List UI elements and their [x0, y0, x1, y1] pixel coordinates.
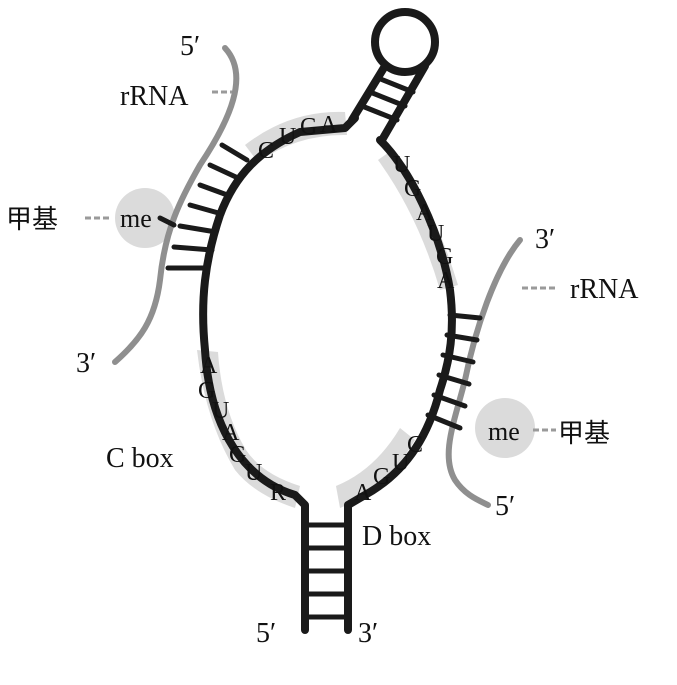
nucleotide: C: [258, 138, 274, 164]
nucleotide: A: [200, 353, 218, 379]
c-box-highlight: [197, 350, 300, 508]
nucleotide: U: [279, 124, 296, 150]
right-methyl-label: 甲基: [558, 419, 610, 448]
snorna-strand: [199, 114, 456, 634]
d-box-sequence: A G U C: [354, 432, 423, 506]
left-duplex: [165, 142, 250, 271]
right-five-prime: 5′: [495, 491, 515, 522]
c-box-label: C box: [106, 443, 174, 474]
top-left-five-prime: 5′: [180, 31, 200, 62]
nucleotide: U: [393, 152, 410, 178]
c-box-sequence: A G U A G U R: [198, 353, 286, 506]
nucleotide: G: [229, 442, 246, 468]
nucleotide: A: [354, 480, 372, 506]
left-three-prime: 3′: [76, 348, 96, 379]
left-methyl-label: 甲基: [6, 205, 58, 234]
nucleotide: G: [373, 464, 390, 490]
nucleotide: A: [320, 112, 338, 138]
nucleotide: G: [404, 176, 421, 202]
nucleotide: R: [270, 480, 286, 506]
top-hairpin: [348, 8, 439, 144]
nucleotide: U: [212, 398, 229, 424]
nucleotide: U: [245, 460, 262, 486]
nucleotide: G: [198, 378, 215, 404]
right-rrna-strand: [445, 237, 523, 508]
bottom-stem: [302, 522, 351, 620]
bottom-five-prime: 5′: [256, 618, 276, 649]
nucleotide: U: [427, 221, 444, 247]
right-duplex: [425, 312, 483, 431]
nucleotide: G: [300, 114, 317, 140]
left-me-connector: [157, 215, 177, 228]
d-box-label: D box: [362, 521, 431, 552]
top-left-sequence: C U G A: [258, 112, 338, 164]
nucleotide: C: [407, 432, 423, 458]
left-me-label: me: [120, 204, 152, 233]
right-me-label: me: [488, 417, 520, 446]
d-box-highlight: [336, 428, 415, 508]
bottom-three-prime: 3′: [358, 618, 378, 649]
right-rrna-label: rRNA: [570, 274, 639, 305]
left-me-highlight: [115, 188, 175, 248]
nucleotide: A: [416, 200, 434, 226]
left-rrna-strand: [112, 45, 240, 365]
right-sequence: U G A U G A: [393, 152, 455, 294]
right-three-prime: 3′: [535, 224, 555, 255]
right-me-highlight: [475, 398, 535, 458]
nucleotide: G: [436, 244, 453, 270]
nucleotide: U: [392, 450, 409, 476]
nucleotide: A: [222, 420, 240, 446]
left-rrna-label: rRNA: [120, 81, 189, 112]
nucleotide: A: [437, 268, 455, 294]
